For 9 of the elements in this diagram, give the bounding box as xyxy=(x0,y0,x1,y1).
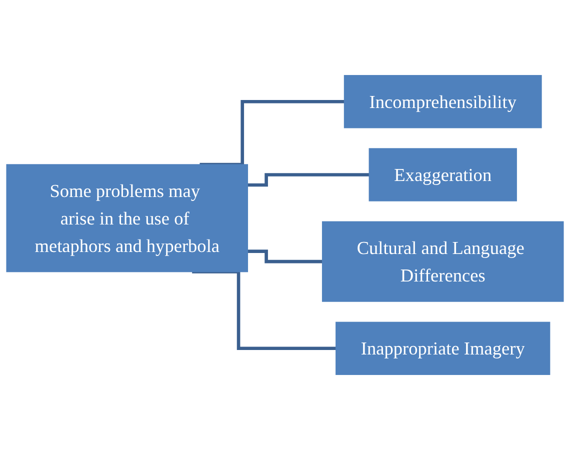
node-box: Inappropriate Imagery xyxy=(336,322,550,375)
node-box: Incomprehensibility xyxy=(344,75,542,128)
connector xyxy=(248,173,370,187)
node-box: Exaggeration xyxy=(368,148,517,202)
node-box: Cultural and Language Differences xyxy=(322,221,564,302)
node-box: Some problems may arise in the use of metaphors and hyperbola xyxy=(6,164,248,272)
connector xyxy=(200,100,344,166)
connector xyxy=(248,250,322,264)
connector xyxy=(192,270,336,350)
